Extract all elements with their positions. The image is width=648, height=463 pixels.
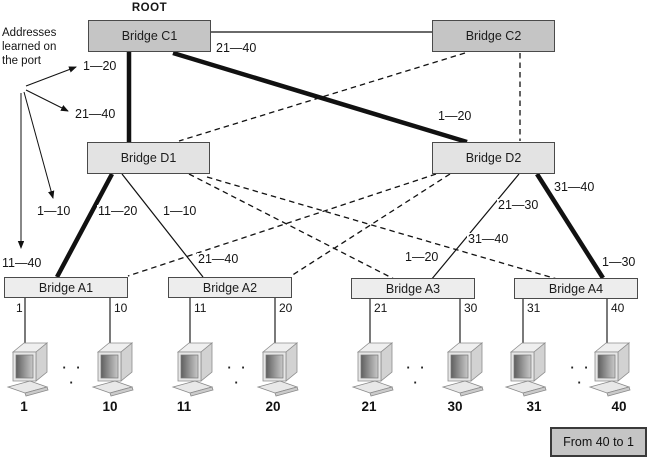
link-c1-d2 [172,50,468,145]
edge-label-a2-d1-b: 21—40 [197,252,240,267]
annotation-arrow-3 [23,91,55,199]
link-d2-a1 [127,173,437,277]
bridge-d2: Bridge D2 [432,142,555,174]
link-d1-a2 [121,173,204,278]
edge-label-a1-d1: 11—40 [1,256,43,271]
edge-label-d2-c1: 1—20 [437,109,473,124]
edge-label-a3-d2-a: 31—40 [467,232,510,247]
bridge-c2: Bridge C2 [432,20,555,52]
computer-icon [505,342,547,397]
host-label: 11 [176,399,192,414]
port-label: 1 [16,301,23,315]
computer-icon [352,342,394,397]
from-40-to-1-box: From 40 to 1 [550,427,647,457]
annotation-arrow-2 [25,89,69,112]
ellipsis-dots: · · · [570,360,592,390]
host-label: 1 [20,399,28,414]
host-label: 20 [265,399,281,414]
port-label: 20 [279,301,293,315]
host-label: 10 [102,399,118,414]
edge-label-a4-d2: 1—30 [601,255,637,270]
bridge-a3: Bridge A3 [351,278,475,299]
edge-label-d1-a1: 1—10 [36,204,72,219]
annotation-arrow-1 [25,66,77,87]
edge-label-c1-d2: 21—40 [215,41,258,56]
link-d1-a3 [188,173,395,280]
edge-label-a3-d2-b: 1—20 [404,250,440,265]
bridge-a2: Bridge A2 [168,277,292,298]
host-label: 21 [361,399,377,414]
computer-icon [257,342,299,397]
computer-icon [7,342,49,397]
annotation-line: learned on [2,41,57,54]
link-d2-a2 [290,173,451,277]
root-label: ROOT [131,2,168,14]
bridge-d1: Bridge D1 [87,142,210,174]
host-label: 30 [447,399,463,414]
port-label: 11 [194,301,207,315]
port-label: 31 [527,301,541,315]
port-label: 30 [464,301,478,315]
bridge-a1: Bridge A1 [4,277,128,298]
computer-icon [442,342,484,397]
link-c2-d1 [178,52,466,142]
host-label: 40 [611,399,627,414]
link-d2-a4 [535,172,605,280]
annotation-line: the port [2,55,41,68]
computer-icon [172,342,214,397]
port-label: 21 [374,301,388,315]
edge-label-d1-c1: 21—40 [74,107,117,122]
link-d1-a1 [55,172,114,279]
bridge-a4: Bridge A4 [514,278,638,299]
ellipsis-dots: · · · [62,360,84,390]
annotation-text: Addresses learned on the port [2,26,56,68]
edge-label-d2-a4: 31—40 [553,180,596,195]
annotation-line: Addresses [2,27,57,39]
bridge-c1: Bridge C1 [88,20,211,52]
link-d1-a4 [206,176,558,280]
ellipsis-dots: · · · [227,360,249,390]
host-label: 31 [526,399,542,414]
edge-label-a2-d1-a: 1—10 [162,204,198,219]
port-label: 10 [114,301,128,315]
edge-label-c1-d1: 1—20 [82,59,118,74]
port-label: 40 [611,301,625,315]
ellipsis-dots: · · · [406,360,428,390]
edge-label-d1-a2: 11—20 [97,204,139,219]
link-d2-a3 [430,173,520,281]
computer-icon [92,342,134,397]
edge-label-d2-a3: 21—30 [497,198,540,213]
